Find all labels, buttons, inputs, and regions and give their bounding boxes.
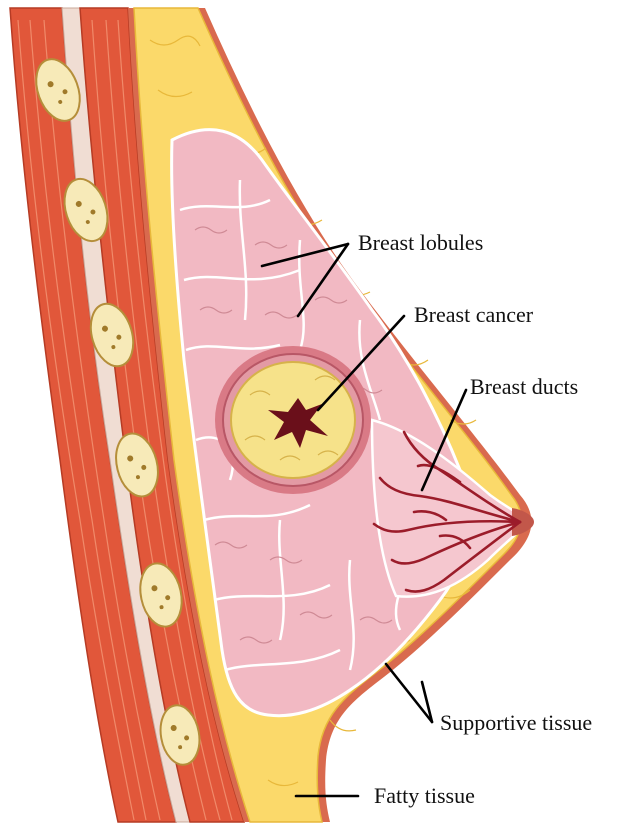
label-breast-cancer: Breast cancer	[414, 302, 534, 327]
label-fatty-tissue: Fatty tissue	[374, 783, 475, 808]
label-supportive-tissue: Supportive tissue	[440, 710, 592, 735]
tumor	[215, 346, 371, 494]
label-breast-ducts: Breast ducts	[470, 374, 578, 399]
label-breast-lobules: Breast lobules	[358, 230, 483, 255]
